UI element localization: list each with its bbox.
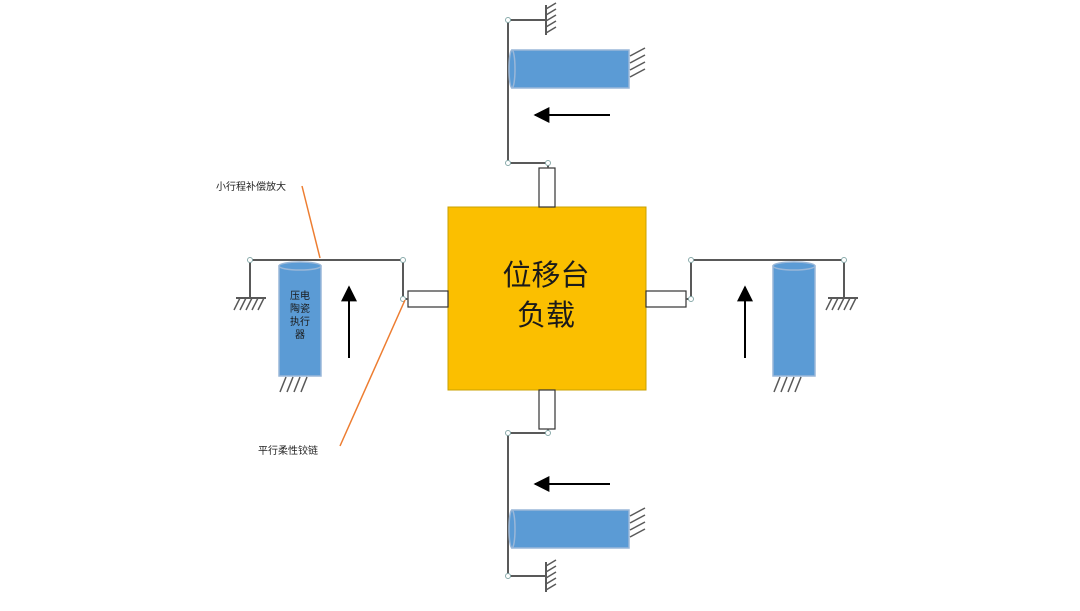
top-ground-hatch [545,2,557,34]
top-actuator-assembly [505,2,646,208]
left-actuator-ground-hatch [279,376,308,393]
right-actuator-assembly [645,257,858,393]
actuator-label-line: 压电 [290,291,310,302]
top-flexure-hinge [538,167,556,208]
top-actuator-ground-hatch [629,47,646,78]
bottom-actuator-assembly [505,389,646,592]
stage-load-label: 位移台 负载 [447,255,645,335]
top-piezo-actuator [511,49,630,89]
left-ground-hatch [233,297,265,311]
leader-line-top [301,185,321,259]
stage-load-block [447,206,647,391]
bottom-ground-hatch [545,559,557,591]
right-piezo-actuator [772,265,816,377]
actuator-label-line: 器 [295,330,305,341]
bottom-flexure-hinge [538,389,556,430]
annotation-displacement-amplifier: 小行程补偿放大 [216,182,286,193]
leader-line-bottom [339,299,406,447]
actuator-label-line: 执行 [290,317,310,328]
stage-label-line1: 位移台 [502,258,590,292]
right-ground-hatch [825,297,857,311]
left-actuator-label: 压电 陶瓷 执行 器 [279,290,321,342]
bottom-actuator-ground-hatch [629,507,646,538]
bottom-piezo-actuator [511,509,630,549]
annotation-parallel-flexure-hinge: 平行柔性铰链 [258,446,318,457]
right-actuator-ground-hatch [773,376,802,393]
actuator-label-line: 陶瓷 [290,304,310,315]
left-actuator-assembly [233,257,449,393]
stage-label-line2: 负载 [516,298,575,332]
left-flexure-hinge [407,290,449,308]
right-flexure-hinge [645,290,687,308]
left-piezo-actuator [278,265,322,377]
